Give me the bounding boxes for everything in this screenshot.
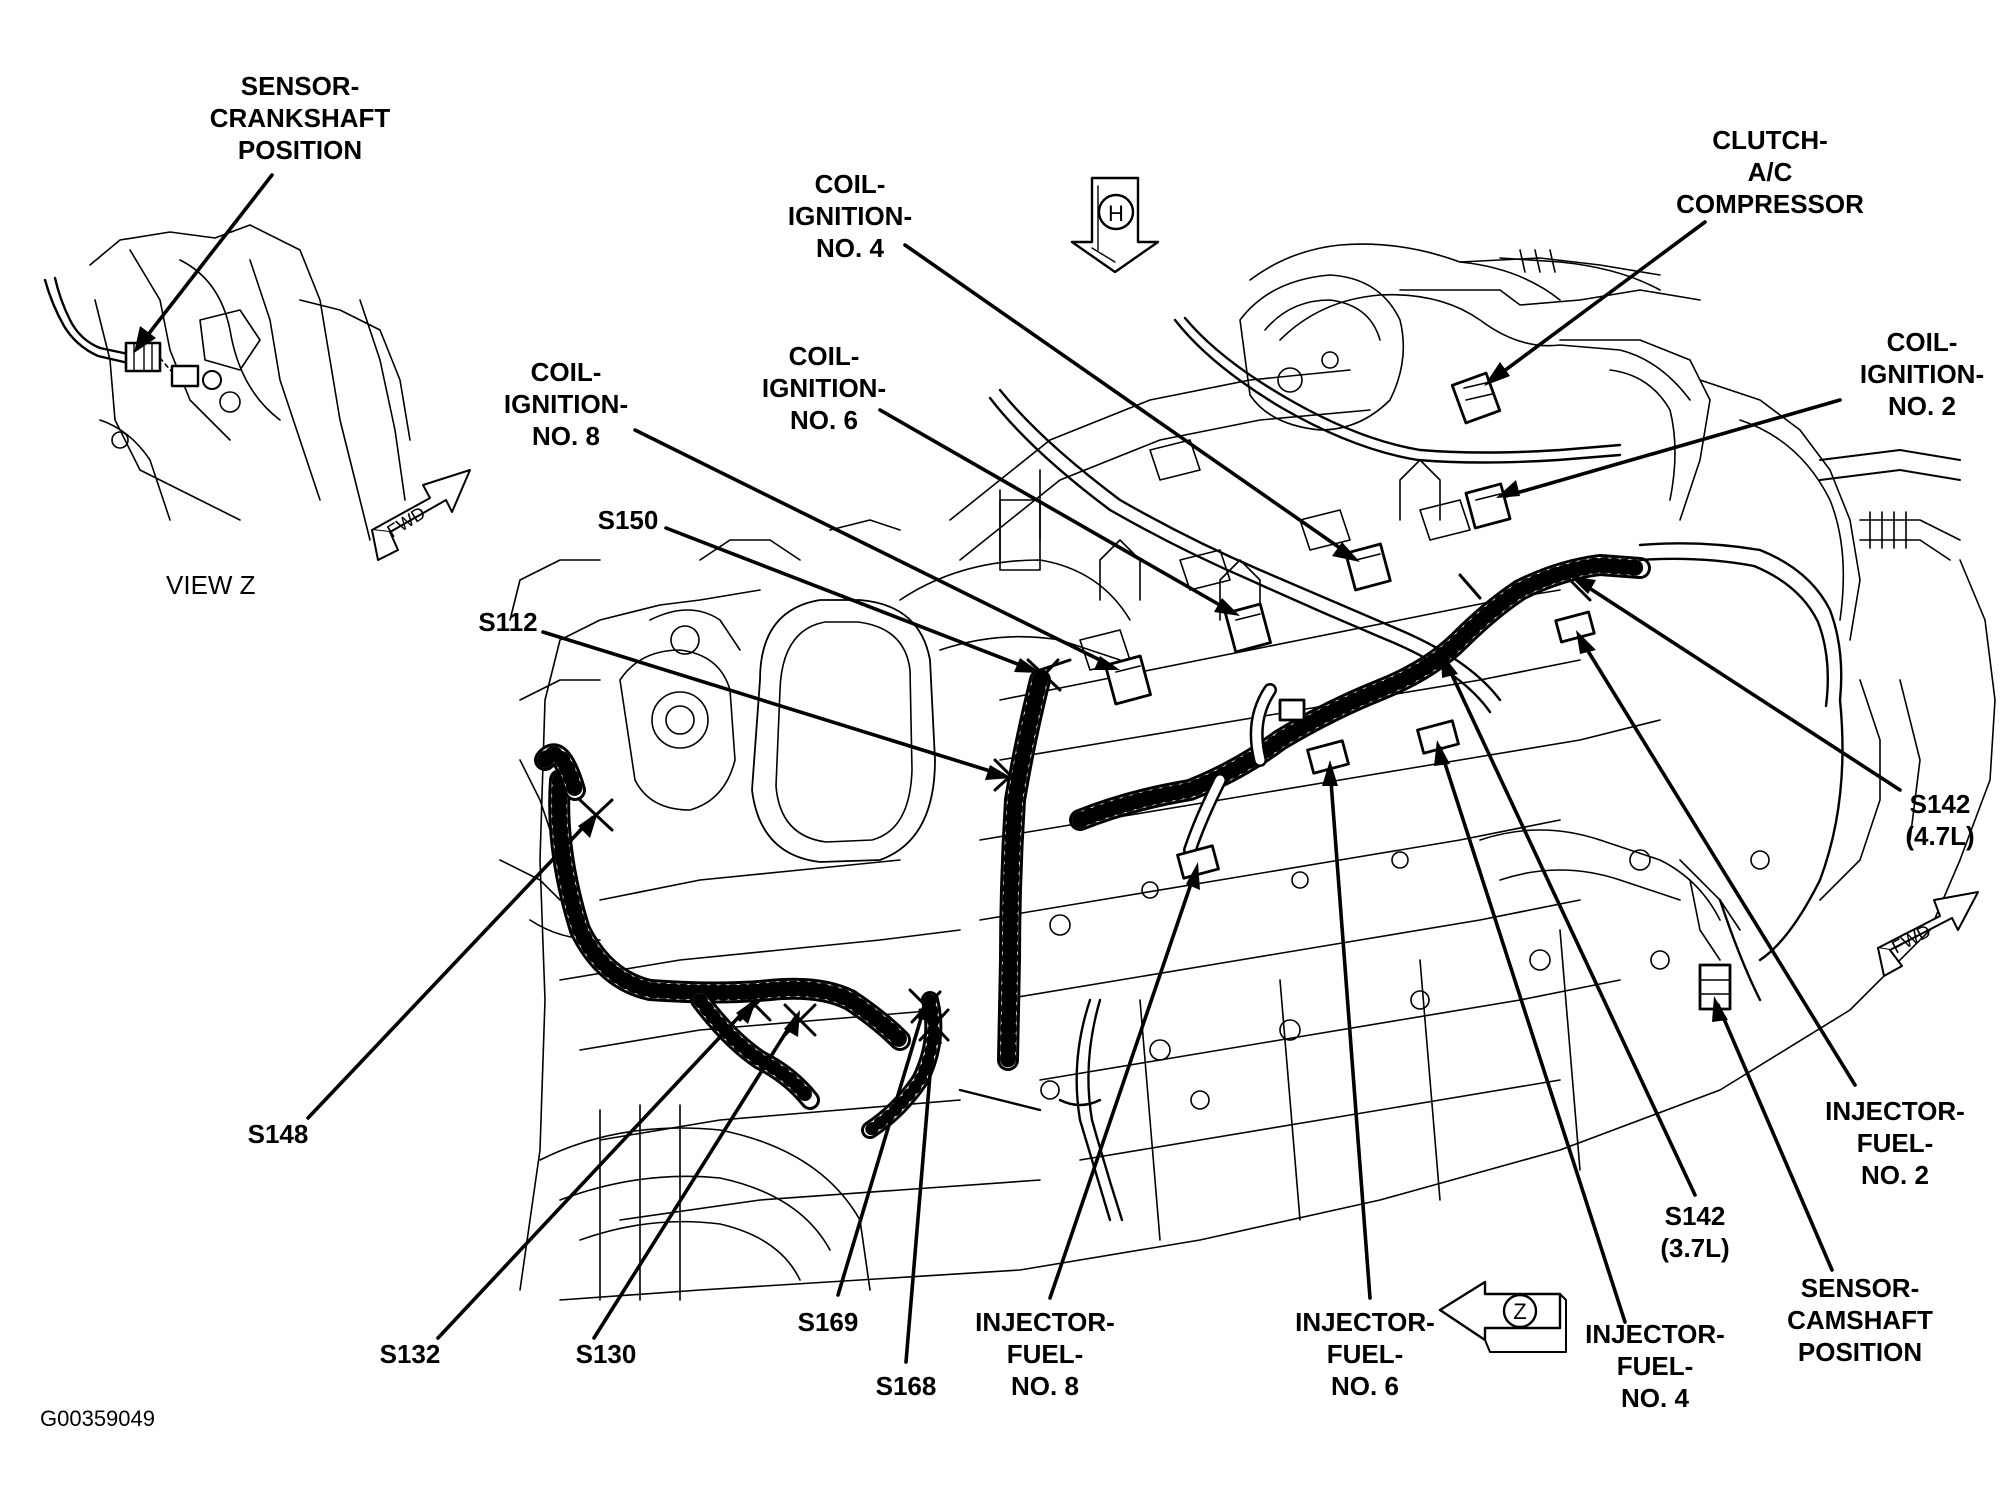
- callout-line: S132: [379, 1339, 441, 1369]
- callout-line: FUEL-: [1856, 1128, 1934, 1158]
- callout-line: SENSOR-: [1800, 1273, 1920, 1303]
- callout-line: S130: [575, 1339, 637, 1369]
- callout-line: COIL-: [1886, 327, 1958, 357]
- callout-line: POSITION: [1797, 1337, 1923, 1367]
- callout-line: FUEL-: [1326, 1339, 1404, 1369]
- callout-line: NO. 2: [1888, 391, 1956, 421]
- callout-s148: S148: [228, 1118, 328, 1150]
- view-z-letter: Z: [1513, 1299, 1526, 1324]
- callout-line: NO. 6: [790, 405, 858, 435]
- callout-line: COIL-: [814, 169, 886, 199]
- fwd-label-right: FWD: [1888, 921, 1934, 958]
- view-z-label: VIEW Z: [166, 570, 256, 600]
- callout-coil-ignition-no2: COIL-IGNITION-NO. 2: [1842, 326, 2002, 422]
- callout-line: S112: [478, 607, 538, 637]
- callout-line: POSITION: [237, 135, 363, 165]
- callout-line: INJECTOR-: [1295, 1307, 1435, 1337]
- callout-line: S168: [875, 1371, 937, 1401]
- callout-injector-fuel-no6: INJECTOR-FUEL-NO. 6: [1270, 1306, 1460, 1402]
- view-h-letter: H: [1108, 201, 1124, 226]
- callout-line: IGNITION-: [761, 373, 887, 403]
- callout-line: S148: [247, 1119, 309, 1149]
- callout-s130: S130: [556, 1338, 656, 1370]
- callout-line: NO. 4: [1621, 1383, 1689, 1413]
- callout-line: SENSOR-: [240, 71, 360, 101]
- figure-id: G00359049: [40, 1406, 155, 1431]
- callout-s132: S132: [360, 1338, 460, 1370]
- callout-line: FUEL-: [1616, 1351, 1694, 1381]
- callout-coil-ignition-no4: COIL-IGNITION-NO. 4: [770, 168, 930, 264]
- engine-body-art: [499, 243, 1996, 1301]
- callout-line: IGNITION-: [503, 389, 629, 419]
- callout-coil-ignition-no8: COIL-IGNITION-NO. 8: [486, 356, 646, 452]
- callout-line: COIL-: [530, 357, 602, 387]
- leader-arrowheads: [134, 326, 1728, 1044]
- view-z-marker: Z: [1438, 1280, 1567, 1353]
- callout-line: CAMSHAFT: [1787, 1305, 1933, 1335]
- callout-coil-ignition-no6: COIL-IGNITION-NO. 6: [744, 340, 904, 436]
- callout-line: (3.7L): [1660, 1233, 1730, 1263]
- callout-line: S142: [1664, 1201, 1726, 1231]
- callout-line: COIL-: [788, 341, 860, 371]
- view-h-marker: H: [1070, 176, 1160, 274]
- callout-line: FUEL-: [1006, 1339, 1084, 1369]
- callout-line: INJECTOR-: [1585, 1319, 1725, 1349]
- callout-line: (4.7L): [1905, 821, 1975, 851]
- callout-s169: S169: [778, 1306, 878, 1338]
- callout-line: NO. 8: [532, 421, 600, 451]
- callout-line: IGNITION-: [1859, 359, 1985, 389]
- callout-line: S142: [1909, 789, 1971, 819]
- callout-line: NO. 8: [1011, 1371, 1079, 1401]
- callout-line: CRANKSHAFT: [209, 103, 391, 133]
- callout-s168: S168: [856, 1370, 956, 1402]
- callout-line: INJECTOR-: [1825, 1096, 1965, 1126]
- callout-line: S150: [597, 505, 659, 535]
- fwd-arrow-inset: [371, 469, 471, 561]
- callout-line: IGNITION-: [787, 201, 913, 231]
- callout-line: INJECTOR-: [975, 1307, 1115, 1337]
- callout-line: CLUTCH-: [1712, 125, 1828, 155]
- callout-line: S169: [797, 1307, 859, 1337]
- callout-s142-4-7l: S142(4.7L): [1885, 788, 1995, 852]
- callout-s112: S112: [458, 606, 558, 638]
- callout-injector-fuel-no8: INJECTOR-FUEL-NO. 8: [950, 1306, 1140, 1402]
- leader-lines: [138, 173, 1902, 1364]
- callout-line: NO. 2: [1861, 1160, 1929, 1190]
- wiring-harness: [534, 554, 1651, 1139]
- callout-line: A/C: [1747, 157, 1793, 187]
- callout-s142-3-7l: S142(3.7L): [1640, 1200, 1750, 1264]
- view-z-inset-art: [43, 224, 411, 541]
- callout-line: NO. 4: [816, 233, 884, 263]
- callout-line: COMPRESSOR: [1676, 189, 1864, 219]
- callout-injector-fuel-no2: INJECTOR-FUEL-NO. 2: [1800, 1095, 1990, 1191]
- fwd-arrow-right: [1877, 891, 1979, 977]
- callout-line: NO. 6: [1331, 1371, 1399, 1401]
- callout-s150: S150: [578, 504, 678, 536]
- callout-injector-fuel-no4: INJECTOR-FUEL-NO. 4: [1560, 1318, 1750, 1414]
